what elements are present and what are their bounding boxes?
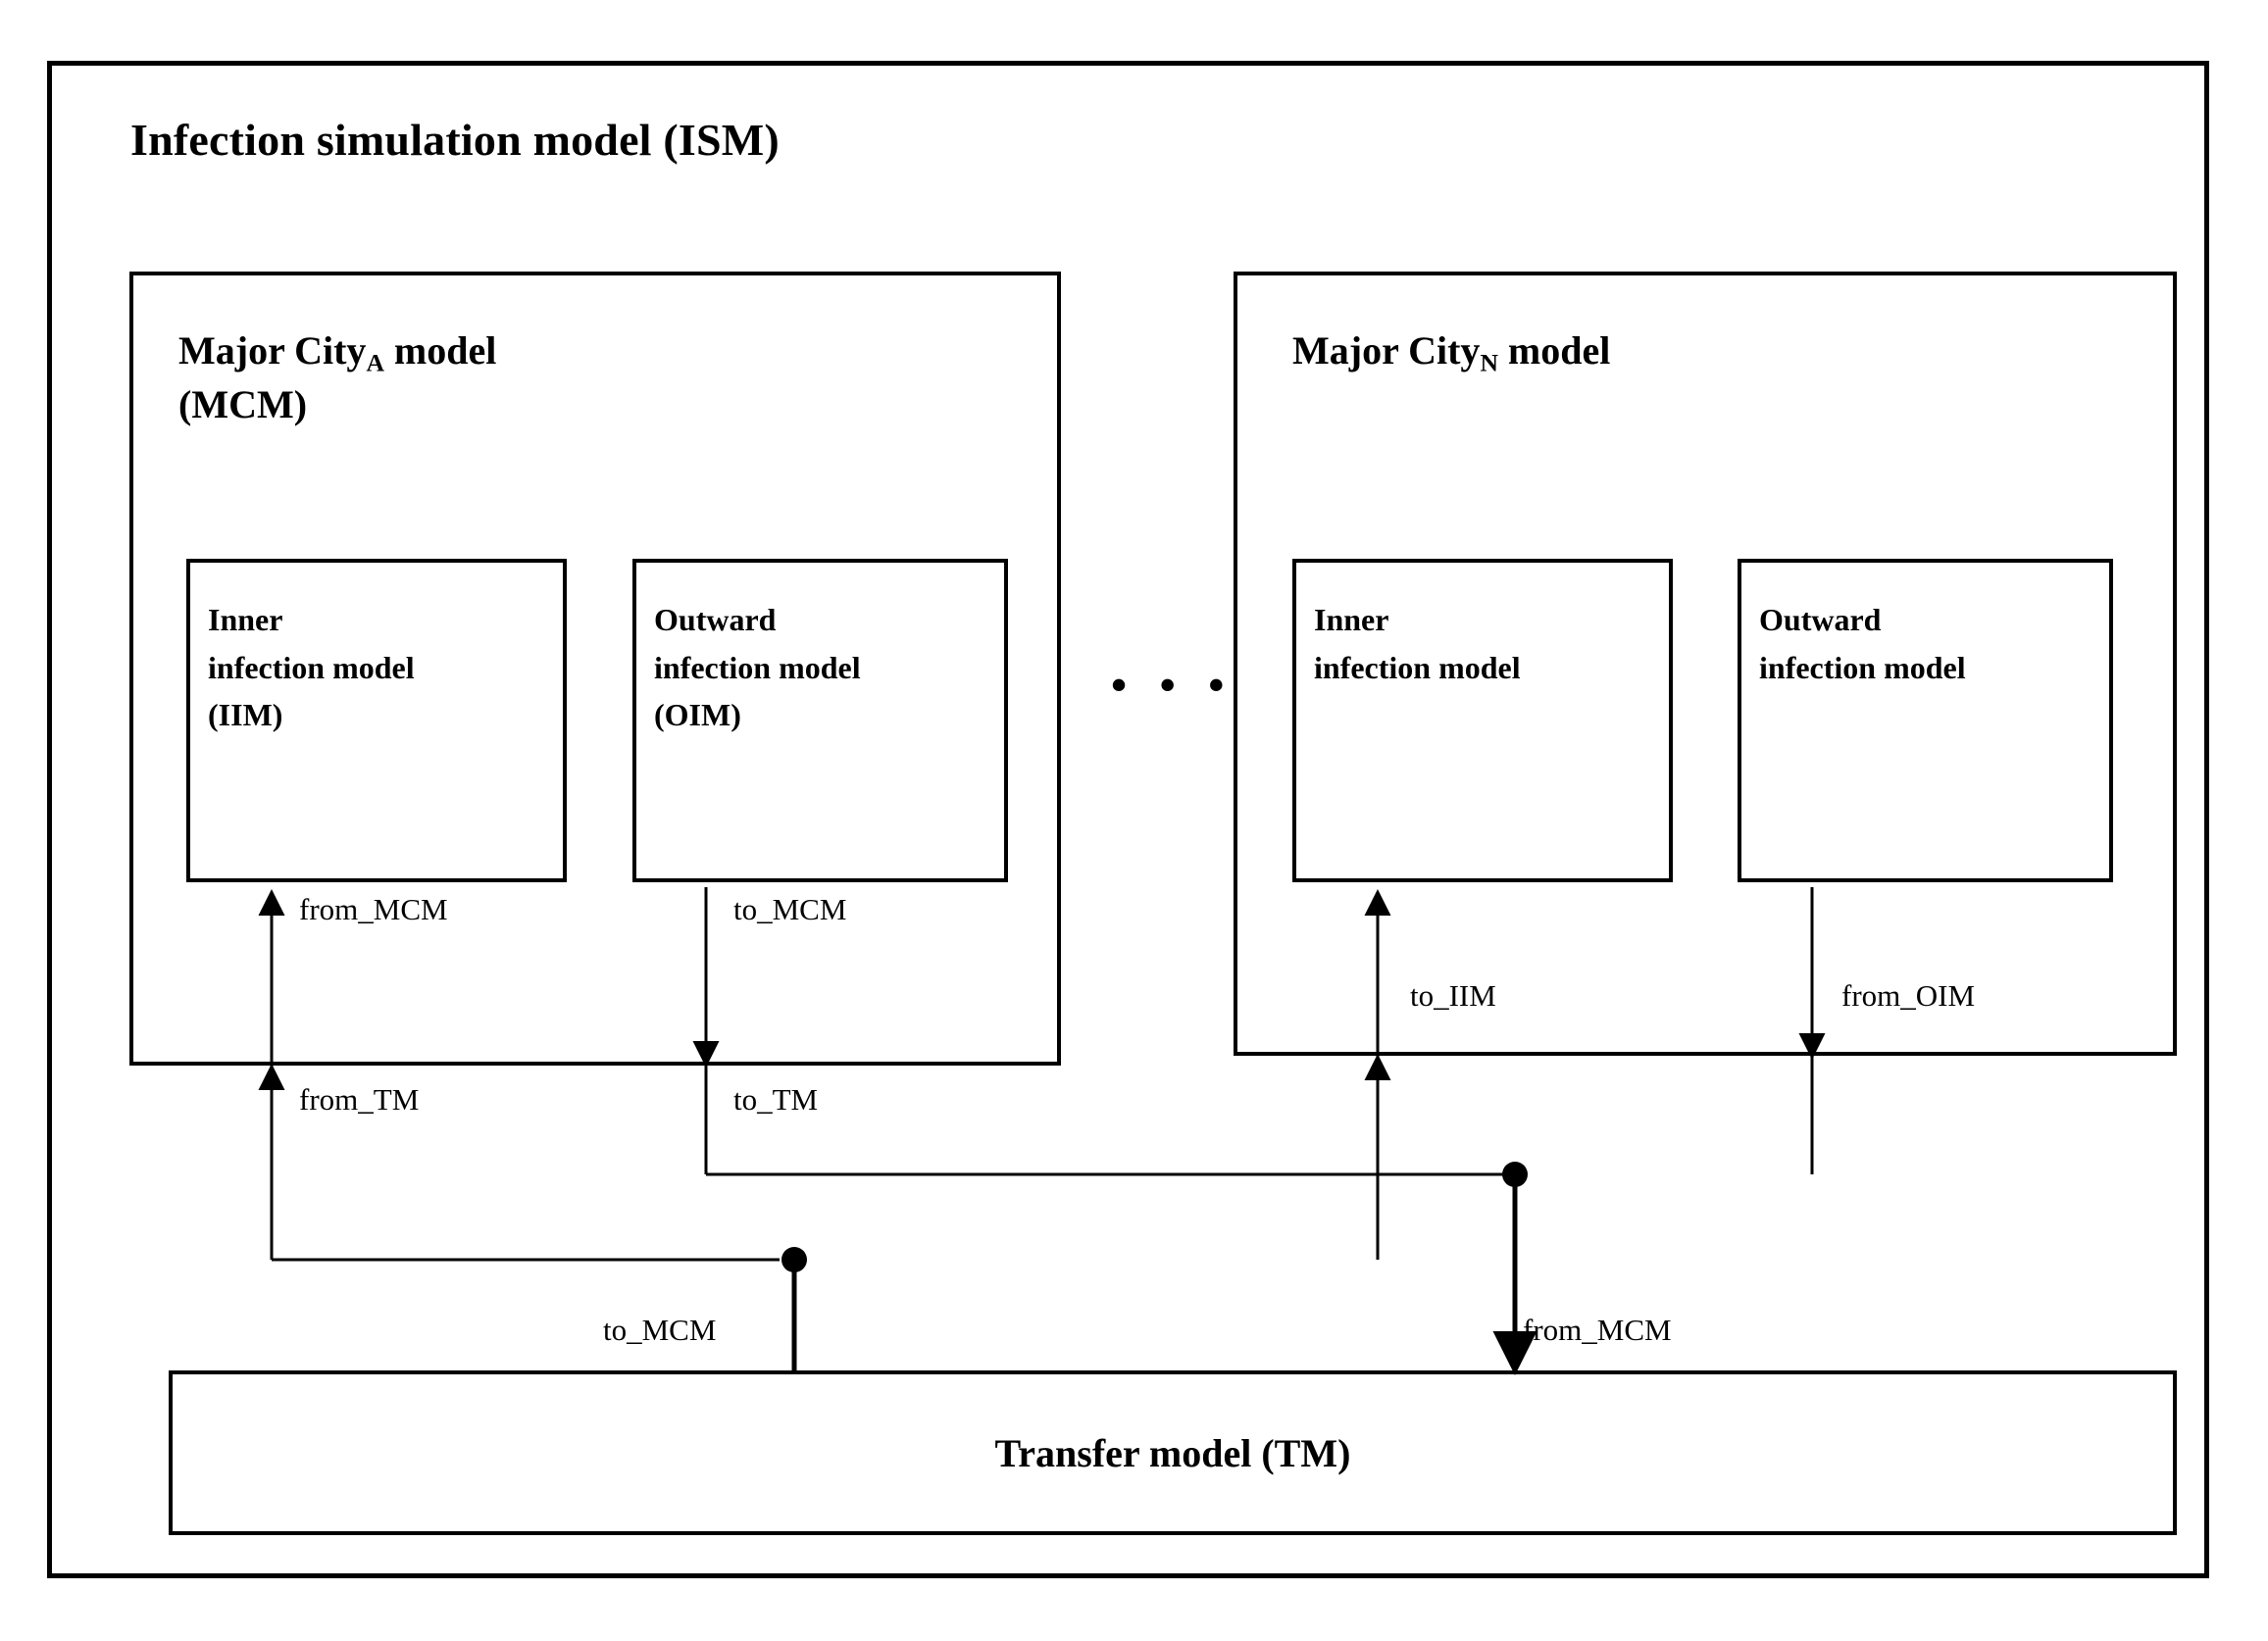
major-city-n-model-box [1234,272,2177,1056]
transfer-model-box: Transfer model (TM) [169,1370,2177,1535]
edge-label-to-mcm-a: to_MCM [733,892,847,926]
outward-infection-model-n-box: Outward infection model [1738,559,2113,882]
oim-n-line1: Outward [1759,602,1882,637]
mcm-a-title-line1: Major CityA model [178,328,497,377]
major-city-a-model-title: Major CityA model (MCM) [178,325,496,430]
mcm-n-title-line1: Major CityN model [1292,328,1611,377]
ellipsis-separator: • • • [1111,660,1235,710]
iim-n-line2: infection model [1314,649,1521,685]
mcm-a-title-line2: (MCM) [178,381,308,426]
iim-n-line1: Inner [1314,602,1389,637]
oim-a-line1: Outward [654,602,777,637]
mcm-n-title-subscript: N [1480,348,1498,377]
edge-label-to-mcm-bottom: to_MCM [603,1313,717,1347]
inner-infection-model-a-label: Inner infection model (IIM) [208,596,555,739]
iim-a-line2: infection model [208,649,415,685]
edge-label-from-oim: from_OIM [1841,978,1976,1013]
inner-infection-model-n-label: Inner infection model [1314,596,1661,691]
mcm-a-title-subscript: A [366,348,384,377]
mcm-a-title-prefix: Major City [178,328,367,373]
edge-label-from-mcm-bottom: from_MCM [1523,1313,1672,1347]
edge-label-from-mcm-a: from_MCM [299,892,448,926]
major-city-a-model-box [129,272,1061,1066]
ism-outer-frame [47,61,2209,1578]
outward-infection-model-a-box: Outward infection model (OIM) [632,559,1008,882]
edge-label-to-iim: to_IIM [1410,978,1496,1013]
mcm-n-title-prefix: Major City [1292,328,1481,373]
page-title: Infection simulation model (ISM) [130,115,780,165]
iim-a-line1: Inner [208,602,283,637]
transfer-model-label: Transfer model (TM) [994,1430,1351,1475]
inner-infection-model-n-box: Inner infection model [1292,559,1673,882]
oim-a-line3: (OIM) [654,697,741,733]
oim-n-line2: infection model [1759,649,1966,685]
outward-infection-model-a-label: Outward infection model (OIM) [654,596,996,739]
edge-label-to-tm: to_TM [733,1082,819,1117]
oim-a-line2: infection model [654,649,861,685]
outward-infection-model-n-label: Outward infection model [1759,596,2101,691]
mcm-a-title-suffix: model [383,328,497,373]
major-city-n-model-title: Major CityN model [1292,325,1610,379]
inner-infection-model-a-box: Inner infection model (IIM) [186,559,567,882]
iim-a-line3: (IIM) [208,697,283,733]
edge-label-from-tm: from_TM [299,1082,420,1117]
mcm-n-title-suffix: model [1497,328,1611,373]
